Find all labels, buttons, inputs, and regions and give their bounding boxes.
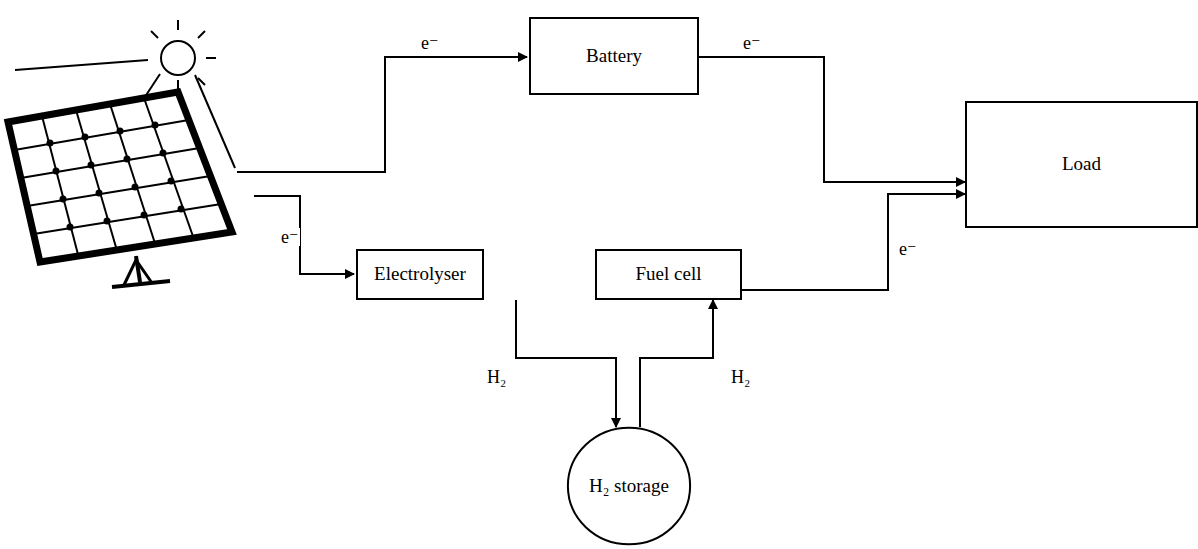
process-box: Electrolyser	[356, 249, 484, 300]
flow-label: e⁻	[898, 240, 918, 258]
node-label: Battery	[586, 45, 642, 68]
supply-wire	[237, 57, 527, 274]
flow-arrow	[742, 194, 965, 290]
load-box: Load	[965, 101, 1198, 228]
node-label: Fuel cell	[636, 263, 702, 286]
flow-arrow	[516, 300, 616, 427]
wire-label: e⁻	[420, 34, 440, 52]
flow-label: H₂	[486, 368, 507, 386]
flow-label: H₂	[730, 368, 751, 386]
process-box: Fuel cell	[595, 249, 742, 300]
storage-circle: H₂ storage	[566, 426, 692, 546]
solar-panel	[8, 92, 232, 287]
wire-label: e⁻	[280, 228, 300, 246]
flow-label: e⁻	[742, 34, 762, 52]
node-label: H₂ storage	[589, 475, 669, 498]
node-label: Load	[1062, 153, 1101, 176]
flow-arrow	[699, 57, 965, 182]
flow-arrow	[640, 300, 713, 427]
node-label: Electrolyser	[374, 263, 466, 286]
storage-box: Battery	[529, 17, 699, 95]
